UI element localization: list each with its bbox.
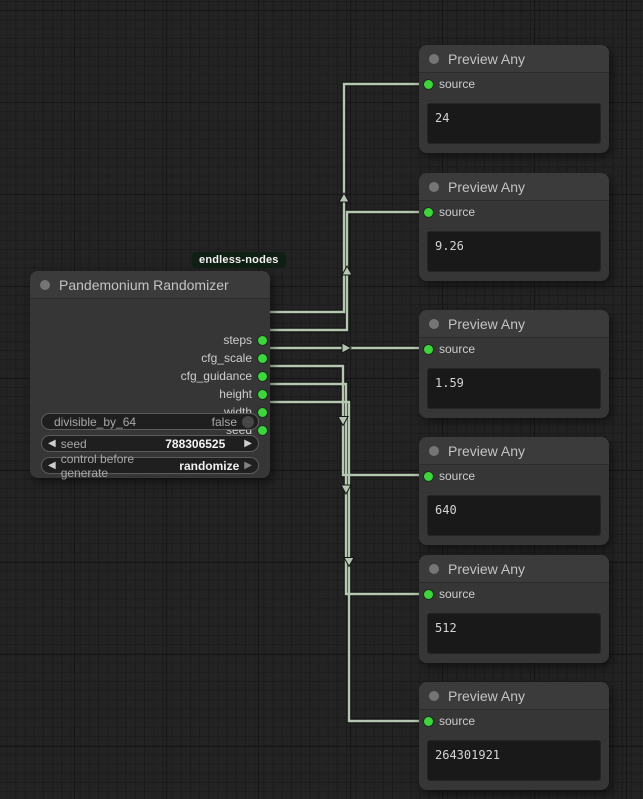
input-label: source	[439, 77, 476, 91]
node-title: Preview Any	[448, 50, 526, 67]
input-port[interactable]	[424, 344, 433, 354]
seed-increment-icon[interactable]: ▶	[244, 437, 252, 449]
node-title-bar[interactable]: Preview Any	[419, 555, 609, 583]
link-direction-arrow-icon	[341, 342, 353, 354]
link-direction-arrow-icon	[338, 191, 350, 203]
node-title: Preview Any	[448, 442, 526, 459]
control-value[interactable]: randomize	[179, 458, 240, 473]
link-direction-arrow-icon	[340, 484, 352, 496]
toggle-label: divisible_by_64	[54, 414, 137, 429]
control-before-generate-widget[interactable]: ◀ control before generate randomize ▶	[41, 452, 259, 480]
source-input-row: source	[424, 713, 475, 729]
node-title: Preview Any	[448, 687, 526, 704]
node-title: Preview Any	[448, 560, 526, 577]
source-input-row: source	[424, 468, 475, 484]
control-label: control before generate	[60, 451, 135, 480]
preview-value: 24	[435, 111, 450, 125]
preview-value: 9.26	[435, 239, 464, 253]
seed-widget[interactable]: ◀ seed 788306525 ▶	[41, 435, 259, 452]
preview-any-node[interactable]: Preview Any source 24	[419, 45, 609, 153]
preview-any-node[interactable]: Preview Any source 264301921	[419, 682, 609, 790]
node-title-bar[interactable]: Preview Any	[419, 437, 609, 465]
collapse-dot-icon[interactable]	[429, 318, 439, 329]
toggle-knob-icon[interactable]	[242, 415, 254, 428]
preview-any-node[interactable]: Preview Any source 640	[419, 437, 609, 545]
control-prev-icon[interactable]: ◀	[48, 459, 56, 471]
node-title: Preview Any	[448, 178, 526, 195]
seed-label: seed	[60, 436, 87, 451]
link-direction-arrow-icon	[341, 264, 353, 276]
output-port[interactable]	[258, 371, 267, 381]
output-row: cfg_scale	[30, 349, 270, 367]
output-port[interactable]	[258, 389, 267, 399]
pandemonium-randomizer-node[interactable]: Pandemonium Randomizer steps cfg_scale c…	[30, 271, 270, 480]
output-label: cfg_scale	[201, 351, 252, 365]
control-next-icon[interactable]: ▶	[244, 459, 252, 471]
collapse-dot-icon[interactable]	[429, 690, 439, 701]
node-title: Preview Any	[448, 315, 526, 332]
output-label: height	[219, 387, 252, 401]
output-port[interactable]	[258, 335, 267, 345]
preview-any-node[interactable]: Preview Any source 512	[419, 555, 609, 663]
source-input-row: source	[424, 204, 475, 220]
seed-decrement-icon[interactable]: ◀	[48, 437, 56, 449]
preview-any-node[interactable]: Preview Any source 1.59	[419, 310, 609, 418]
source-input-row: source	[424, 586, 475, 602]
output-label: steps	[223, 333, 252, 347]
preview-value: 264301921	[435, 748, 501, 762]
output-row: cfg_guidance	[30, 367, 270, 385]
node-source-badge: endless-nodes	[192, 252, 286, 268]
toggle-value: false	[211, 414, 237, 429]
preview-value: 640	[435, 503, 457, 517]
input-label: source	[439, 342, 476, 356]
input-port[interactable]	[424, 589, 433, 599]
output-port[interactable]	[258, 407, 267, 417]
link-direction-arrow-icon	[337, 416, 349, 427]
preview-text-box[interactable]: 640	[427, 495, 601, 536]
output-row: height	[30, 385, 270, 403]
node-title-bar[interactable]: Preview Any	[419, 173, 609, 201]
preview-value: 512	[435, 621, 457, 635]
output-port[interactable]	[258, 425, 267, 435]
divisible-by-64-toggle[interactable]: divisible_by_64 false	[41, 413, 259, 430]
collapse-dot-icon[interactable]	[40, 279, 50, 290]
input-port[interactable]	[424, 471, 433, 481]
preview-text-box[interactable]: 1.59	[427, 368, 601, 409]
input-label: source	[439, 205, 476, 219]
node-title-bar[interactable]: Preview Any	[419, 682, 609, 710]
output-port[interactable]	[258, 353, 267, 363]
preview-text-box[interactable]: 24	[427, 103, 601, 144]
node-title-bar[interactable]: Pandemonium Randomizer	[30, 271, 270, 299]
preview-value: 1.59	[435, 376, 464, 390]
preview-text-box[interactable]: 512	[427, 613, 601, 654]
input-port[interactable]	[424, 716, 433, 726]
output-row: steps	[30, 331, 270, 349]
input-port[interactable]	[424, 79, 433, 89]
preview-any-node[interactable]: Preview Any source 9.26	[419, 173, 609, 281]
input-label: source	[439, 587, 476, 601]
input-label: source	[439, 714, 476, 728]
input-label: source	[439, 469, 476, 483]
source-input-row: source	[424, 341, 475, 357]
output-label: cfg_guidance	[180, 369, 252, 383]
preview-text-box[interactable]: 9.26	[427, 231, 601, 272]
collapse-dot-icon[interactable]	[429, 563, 439, 574]
preview-text-box[interactable]: 264301921	[427, 740, 601, 781]
node-title: Pandemonium Randomizer	[59, 276, 229, 293]
seed-value[interactable]: 788306525	[165, 436, 226, 451]
node-title-bar[interactable]: Preview Any	[419, 45, 609, 73]
node-title-bar[interactable]: Preview Any	[419, 310, 609, 338]
input-port[interactable]	[424, 207, 433, 217]
link-direction-arrow-icon	[343, 557, 355, 568]
collapse-dot-icon[interactable]	[429, 445, 439, 456]
collapse-dot-icon[interactable]	[429, 53, 439, 64]
source-input-row: source	[424, 76, 475, 92]
collapse-dot-icon[interactable]	[429, 181, 439, 192]
